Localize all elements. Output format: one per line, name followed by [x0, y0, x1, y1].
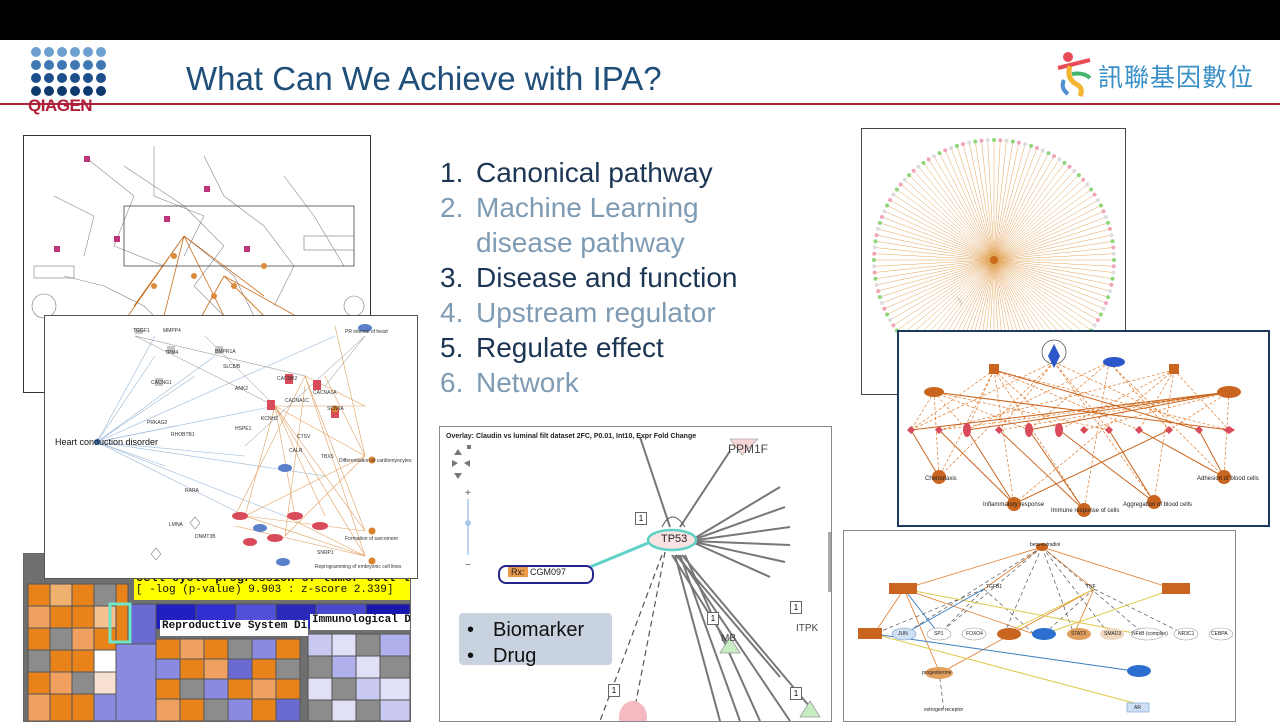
svg-text:−: −	[465, 560, 471, 571]
node-label: STAT3	[1071, 631, 1086, 637]
hub-node-label[interactable]: TP53	[661, 533, 688, 545]
person-figure-icon	[1057, 52, 1092, 98]
heatmap-stats: [ -log (p-value) 9.903 : z-score 2.339]	[136, 584, 394, 596]
heatmap-screenshot: cell cycle progression of tumor cell lin…	[23, 553, 411, 722]
node-label: SNRP1	[317, 550, 334, 556]
node-label: MMPP4	[163, 328, 181, 334]
radial-network	[872, 138, 1116, 382]
capability-item-1: 1. Canonical pathway	[440, 157, 713, 188]
selected-cell[interactable]	[108, 602, 132, 644]
node-label: BMPR1A	[215, 349, 236, 355]
node-label: beta-estradiol	[1030, 542, 1061, 548]
node-label: PRKAG2	[147, 420, 168, 426]
node-label: TGFB1	[986, 584, 1003, 590]
node-label: TPM4	[165, 350, 179, 356]
drug-node[interactable]: Rx: CGM097	[498, 565, 594, 584]
node-label: CACNA1C	[285, 398, 309, 404]
node-label: estrogen receptor	[924, 707, 964, 713]
edge-count-badge: 1	[707, 612, 719, 625]
heart-disease-label: Heart conduction disorder	[55, 437, 159, 447]
biomarker-drug-callout: Biomarker Drug	[459, 613, 612, 667]
node-label: HSPE1	[235, 426, 252, 432]
node-label-itpk[interactable]: ITPK	[796, 623, 819, 634]
capability-item-5: 5. Regulate effect	[440, 332, 664, 363]
node-label: CACNB2	[277, 376, 298, 382]
svg-text:+: +	[465, 488, 471, 499]
node-label: KCNH2	[261, 416, 278, 422]
outcome-label: Inflammatory response	[983, 502, 1045, 508]
node-label: TBX5	[321, 454, 334, 460]
drug-prefix: Rx:	[508, 567, 528, 577]
capability-list: 1. Canonical pathway 2. Machine Learning…	[440, 155, 738, 400]
outcome-label: Aggregation of blood cells	[1123, 502, 1193, 508]
edge-count-badge: 1	[608, 684, 620, 697]
qiagen-logo: QIAGEN	[28, 46, 118, 118]
slide-title: What Can We Achieve with IPA?	[186, 60, 662, 97]
node-label: CALR	[289, 448, 303, 454]
qiagen-wordmark: QIAGEN	[28, 96, 93, 115]
capability-item-2: 2. Machine Learning disease pathway	[440, 192, 699, 258]
node-label: TGGF1	[133, 328, 150, 334]
outcome-label: Chemotaxis	[925, 476, 957, 482]
node-label: CEBPA	[1211, 631, 1228, 637]
tp53-node[interactable]	[646, 528, 698, 552]
node-label: DNMT3B	[195, 534, 216, 540]
outcome-label: Adhesion of blood cells	[1197, 476, 1259, 482]
regulator-effect-network	[907, 339, 1241, 517]
node-label: CTSV	[297, 434, 311, 440]
heatmap-category-reproductive[interactable]: Reproductive System Dis...	[160, 620, 308, 636]
node-label: SLC8/B	[223, 364, 241, 370]
node-label-ppm1f[interactable]: PPM1F	[728, 442, 769, 456]
disease-function-network	[94, 324, 376, 566]
node-label: RHOBTB1	[171, 432, 195, 438]
outcome-label: Immune response of cells	[1051, 508, 1120, 514]
disease-function-screenshot: Heart conduction disorder TGGF1 MMPP4 BM…	[44, 315, 418, 579]
header-divider	[0, 103, 1280, 105]
node-label: FOXO4	[966, 631, 983, 637]
capability-item-4: 4. Upstream regulator	[440, 297, 716, 328]
node-label: JUN	[898, 631, 908, 637]
node-label: NR3C1	[1178, 631, 1195, 637]
node-label: TNF	[1086, 584, 1096, 590]
node-label: SP1	[934, 631, 944, 637]
phenotype-label: PR interval of heart	[345, 329, 388, 335]
node-label: progesterone	[922, 670, 952, 676]
node-label: LMNA	[169, 522, 183, 528]
phenotype-label: Formation of sarcomere	[345, 536, 399, 542]
callout-item: Biomarker	[467, 617, 612, 643]
node-label-mb[interactable]: MB	[721, 633, 736, 644]
capability-item-6: 6. Network	[440, 367, 579, 398]
canonical-pathway-diagram	[31, 146, 365, 367]
callout-item: Drug	[467, 643, 612, 669]
overlay-header: Overlay: Claudin vs luminal filt dataset…	[446, 433, 697, 440]
regulator-effect-screenshot: Chemotaxis Inflammatory response Immune …	[897, 330, 1270, 527]
node-label: SMAD3	[1104, 631, 1122, 637]
drug-name: CGM097	[530, 567, 567, 577]
edge-count-badge: 1	[635, 512, 647, 525]
node-label: CACNG1	[151, 380, 172, 386]
capability-item-3: 3. Disease and function	[440, 262, 738, 293]
node-label: CACNA1A	[313, 390, 337, 396]
qiagen-dot-grid-icon	[31, 47, 106, 96]
partner-logo: 訊聯基因數位	[1054, 50, 1268, 100]
phenotype-label: Reprogramming of embryonic cell lines	[315, 564, 402, 570]
edge-count-badge: 1	[790, 601, 802, 614]
partner-name: 訊聯基因數位	[1098, 63, 1255, 92]
upstream-regulator-screenshot: beta-estradiol TGFB1 TNF JUN SP1 FOXO4 S…	[843, 530, 1236, 722]
heatmap-category-immunological[interactable]: Immunological D...	[310, 614, 410, 630]
video-letterbox-top	[0, 0, 1280, 40]
overlay-network: + −	[452, 436, 831, 721]
edge-count-badge: 1	[790, 687, 802, 700]
node-label: AR	[1134, 705, 1141, 711]
network-overlay-screenshot: Overlay: Claudin vs luminal filt dataset…	[439, 426, 832, 722]
phenotype-label: Differentiation of cardiomyocytes	[339, 458, 412, 464]
node-label: RARA	[185, 488, 199, 494]
node-label: ANK2	[235, 386, 249, 392]
node-label: SCN5A	[327, 406, 344, 412]
upstream-regulator-network	[858, 543, 1234, 713]
node-label: NFkB (complex)	[1132, 631, 1168, 637]
